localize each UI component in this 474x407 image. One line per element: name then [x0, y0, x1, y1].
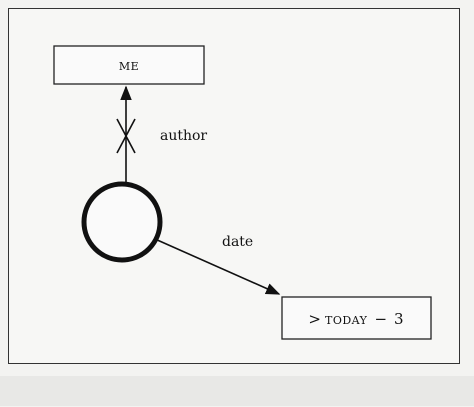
- node-date-value-label: > TODAY−3: [308, 310, 403, 328]
- edge-date-label: date: [222, 234, 253, 250]
- node-date-value-today: TODAY: [325, 314, 368, 327]
- edge-author-cross-b: [116, 118, 136, 154]
- node-center: [81, 181, 163, 263]
- node-me-label: ME: [119, 60, 139, 73]
- edge-author: author: [116, 85, 207, 182]
- node-center-circle: [81, 181, 163, 263]
- node-date-value-number: 3: [394, 310, 404, 328]
- edge-date-line: [154, 238, 281, 295]
- node-me: ME: [53, 45, 205, 85]
- caption-area: [0, 376, 474, 406]
- node-date-value-box: [281, 296, 432, 340]
- edge-author-label: author: [160, 128, 207, 144]
- edge-date: date: [154, 234, 281, 295]
- node-date-value-gt: >: [308, 310, 321, 328]
- node-date-value-minus: −: [374, 310, 387, 328]
- node-date-value: > TODAY−3: [281, 296, 432, 340]
- node-me-box: [53, 45, 205, 85]
